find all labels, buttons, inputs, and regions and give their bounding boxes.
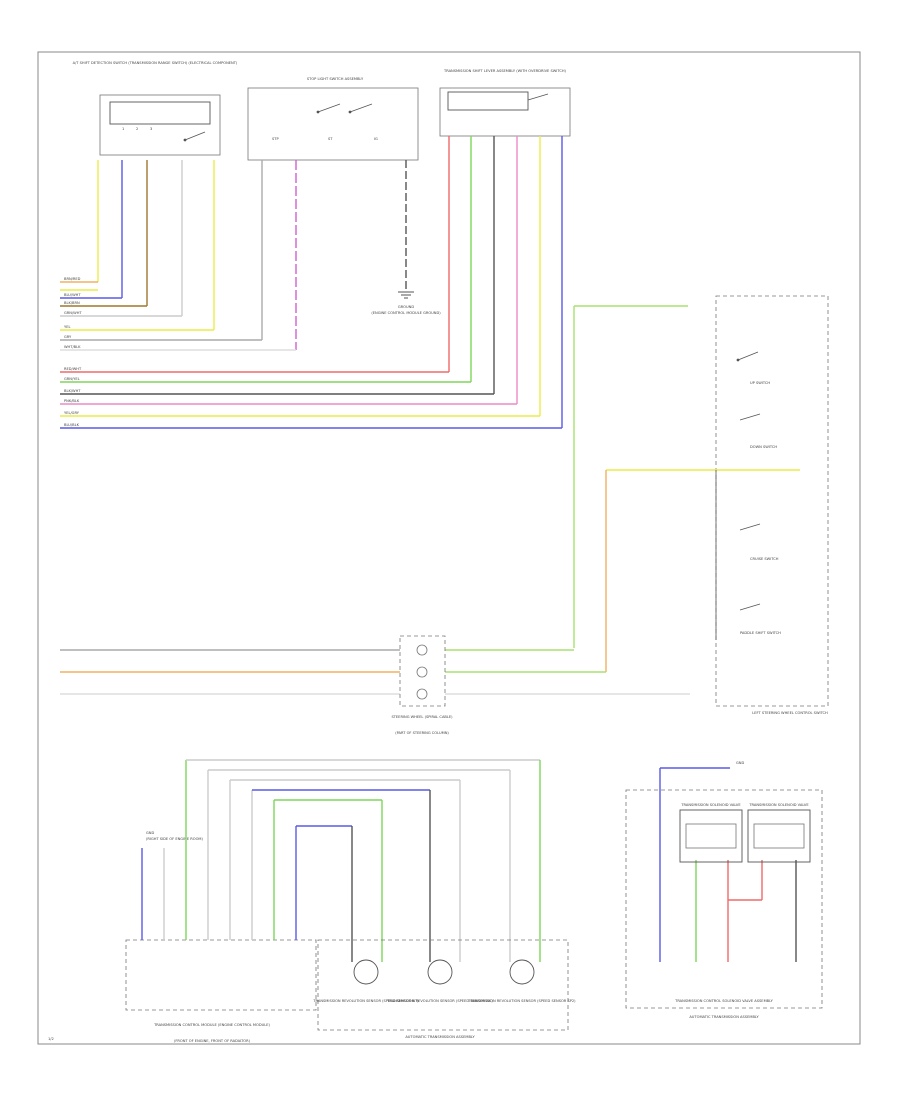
top-vertical-wires xyxy=(97,136,563,428)
ground-symbol-stop: GROUND (ENGINE CONTROL MODULE GROUND) xyxy=(371,291,441,315)
horizontal-wires-upper xyxy=(60,281,562,429)
solenoid-2-label: TRANSMISSION SOLENOID VALVE xyxy=(748,803,809,807)
overdrive-switch-label: TRANSMISSION SHIFT LEVER ASSEMBLY (WITH … xyxy=(443,69,566,73)
solenoid-assembly-sub: AUTOMATIC TRANSMISSION ASSEMBLY xyxy=(689,1015,759,1019)
svg-text:IG: IG xyxy=(374,137,378,141)
wire-label-3: BLK/BRN xyxy=(64,301,80,305)
spiral-cable: STEERING WHEEL (SPIRAL CABLE) (PART OF S… xyxy=(60,635,690,735)
speed-sensor-1-label: TRANSMISSION REVOLUTION SENSOR (SPEED SE… xyxy=(312,999,419,1003)
wire-label-9: GRN/YEL xyxy=(64,377,80,381)
svg-text:1: 1 xyxy=(122,127,124,131)
solenoid-1-label: TRANSMISSION SOLENOID VALVE xyxy=(680,803,741,807)
spiral-cable-label: STEERING WHEEL (SPIRAL CABLE) xyxy=(391,715,453,719)
diagram-border xyxy=(37,51,861,1045)
solenoid-assembly-label: TRANSMISSION CONTROL SOLENOID VALVE ASSE… xyxy=(674,999,774,1003)
ground-label: GROUND xyxy=(398,305,414,309)
at-assembly-label: AUTOMATIC TRANSMISSION ASSEMBLY xyxy=(405,1035,475,1039)
wire-label-12: YEL/GRY xyxy=(64,411,80,415)
wire-label-5: YEL xyxy=(64,325,70,329)
wire-label-10: BLK/WHT xyxy=(64,389,81,393)
svg-text:ST: ST xyxy=(328,137,333,141)
page-number: 1/2 xyxy=(48,1037,54,1041)
stop-switch-label: STOP LIGHT SWITCH ASSEMBLY xyxy=(307,77,364,81)
cruise-switch-label: CRUISE SWITCH xyxy=(750,557,779,561)
gnd-center-sub: (RIGHT SIDE OF ENGINE ROOM) xyxy=(146,837,204,841)
tcm-label: TRANSMISSION CONTROL MODULE (ENGINE CONT… xyxy=(153,1023,270,1027)
wire-label-11: PNK/BLK xyxy=(64,399,80,403)
speed-sensor-2-label: TRANSMISSION REVOLUTION SENSOR (SPEED SE… xyxy=(386,999,493,1003)
ground-dist-label: (ENGINE CONTROL MODULE GROUND) xyxy=(371,311,441,315)
at-assembly: TRANSMISSION REVOLUTION SENSOR (SPEED SE… xyxy=(312,939,576,1039)
gnd-center-label: GND xyxy=(146,831,154,835)
wire-label-13: BLU/BLK xyxy=(64,423,80,427)
wire-label-2: BLU/WHT xyxy=(64,293,81,297)
left-wire-labels: BRN/RED BLU/WHT BLK/BRN GRN/WHT YEL GRY … xyxy=(64,277,82,427)
wire-label-7: WHT/BLK xyxy=(64,345,81,349)
wire-label-6: GRY xyxy=(64,335,72,339)
paddle-switch-label: PADDLE SHIFT SWITCH xyxy=(740,631,781,635)
stop-light-switch: STOP LIGHT SWITCH ASSEMBLY STP ST IG xyxy=(247,77,419,161)
steering-pad-switch: UP SWITCH DOWN SWITCH CRUISE SWITCH PADD… xyxy=(573,295,829,715)
svg-text:STP: STP xyxy=(272,137,279,141)
tcm-sub-label: (FRONT OF ENGINE, FRONT OF RADIATOR) xyxy=(174,1039,251,1043)
wire-label-8: RED/WHT xyxy=(64,367,82,371)
steering-pad-label: LEFT STEERING WHEEL CONTROL SWITCH xyxy=(752,711,828,715)
tcm-module: TRANSMISSION CONTROL MODULE (ENGINE CONT… xyxy=(125,760,317,1043)
speed-sensor-3-label: TRANSMISSION REVOLUTION SENSOR (SPEED SE… xyxy=(467,999,576,1003)
wire-label-4: GRN/WHT xyxy=(64,311,82,315)
down-switch-label: DOWN SWITCH xyxy=(750,445,777,449)
tcm-output-wires xyxy=(186,759,541,962)
svg-text:2: 2 xyxy=(136,127,138,131)
svg-text:3: 3 xyxy=(150,127,152,131)
overdrive-switch: TRANSMISSION SHIFT LEVER ASSEMBLY (WITH … xyxy=(439,69,571,137)
solenoid-assembly: GND TRANSMISSION SOLENOID VALVE TRANSMIS… xyxy=(625,761,823,1019)
spiral-cable-sub: (PART OF STEERING COLUMN) xyxy=(395,731,449,735)
transmission-range-switch: A/T SHIFT DETECTION SWITCH (TRANSMISSION… xyxy=(73,61,238,156)
solenoid-ground-label: GND xyxy=(736,761,744,765)
wire-label-1: BRN/RED xyxy=(64,277,81,281)
range-switch-label: A/T SHIFT DETECTION SWITCH (TRANSMISSION… xyxy=(73,61,238,65)
up-switch-label: UP SWITCH xyxy=(750,381,770,385)
